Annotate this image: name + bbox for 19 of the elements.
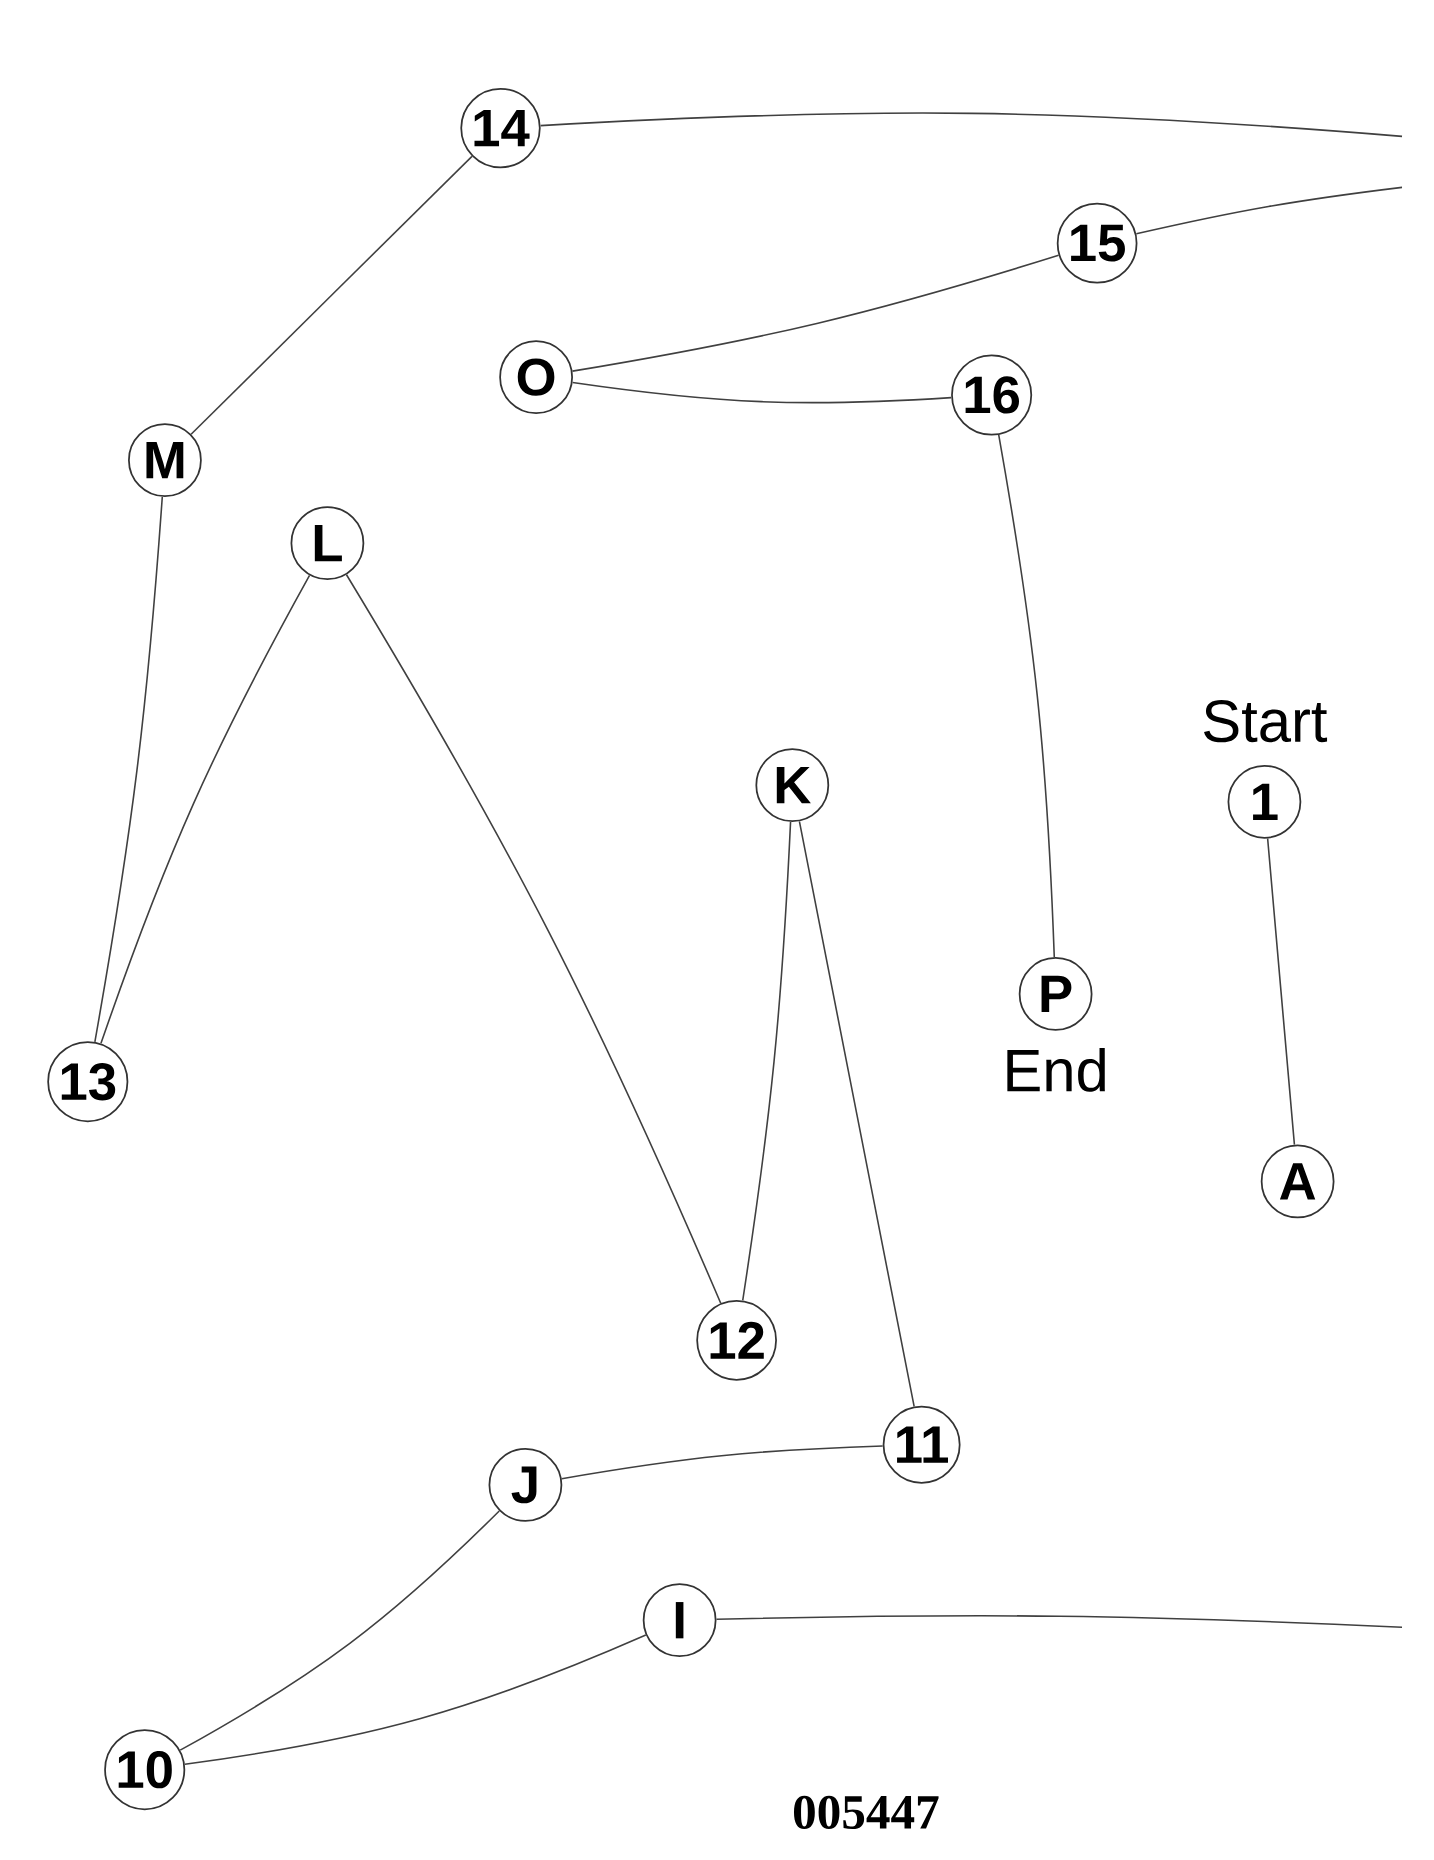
connecting-line — [345, 573, 722, 1304]
node-caption: Start — [1204, 700, 1328, 743]
connecting-line — [798, 820, 915, 1408]
page-number: 005447 — [794, 1795, 939, 1829]
connecting-line — [184, 1634, 647, 1766]
connecting-line — [571, 254, 1060, 372]
connecting-line — [715, 1615, 1403, 1629]
connecting-line — [100, 574, 311, 1045]
connecting-line — [190, 155, 473, 436]
node-caption: End — [1007, 1047, 1105, 1092]
connecting-line — [1266, 837, 1296, 1146]
connecting-line — [94, 496, 164, 1043]
connecting-line — [179, 1510, 501, 1751]
connecting-line — [571, 381, 952, 404]
connecting-line — [997, 434, 1056, 958]
connecting-line — [560, 1445, 884, 1480]
connecting-line — [539, 112, 1403, 138]
connecting-line — [741, 821, 792, 1302]
connecting-line — [1135, 186, 1403, 235]
